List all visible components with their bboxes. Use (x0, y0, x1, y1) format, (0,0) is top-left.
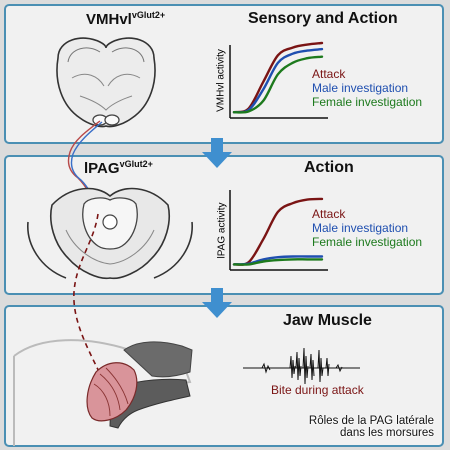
caption-line-1: Rôles de la PAG latérale (308, 415, 434, 427)
legend-attack-1: Attack (312, 67, 346, 81)
chart-vmhvl-lines (232, 41, 324, 114)
lpag-region-label: lPAG (84, 160, 120, 177)
lpag-activity-axis-label: lPAG activity (216, 202, 228, 259)
chart-lpag-axes (229, 190, 328, 271)
jaw-muscle-title: Jaw Muscle (283, 312, 372, 329)
caption-line-2: dans les morsures (340, 427, 434, 439)
emg-trace (243, 347, 360, 385)
action-title: Action (304, 159, 354, 176)
lpag-series-attack (232, 197, 324, 266)
vmhvl-title: VMHvlvGlut2+ (86, 10, 165, 28)
projection-to-jaw-dashed (73, 213, 101, 375)
legend-female-1: Female investigation (312, 95, 423, 109)
vmhvl-region-label: VMHvl (86, 11, 132, 28)
chart-lpag-lines (232, 197, 324, 266)
vmhvl-brain-section (56, 37, 156, 128)
jaw-muscle (86, 362, 138, 422)
lpag-brain-section (27, 187, 193, 280)
jaw-skull-illustration (13, 339, 193, 446)
aqueduct (102, 214, 118, 230)
vmhvl-series-female-investigation (232, 55, 324, 114)
vmhvl-region-sup: vGlut2+ (131, 10, 166, 20)
arrow-down-1 (202, 138, 232, 168)
legend-male-2: Male investigation (312, 221, 409, 235)
chart-vmhvl-axes (229, 45, 328, 119)
vmhvl-series-male-investigation (232, 47, 324, 114)
sensory-action-title: Sensory and Action (248, 10, 398, 27)
bite-during-attack-label: Bite during attack (271, 383, 364, 397)
caption: Rôles de la PAG latérale dans les morsur… (309, 415, 434, 439)
lpag-region-sup: vGlut2+ (119, 159, 153, 169)
vmhvl-activity-axis-label: VMHvl activity (215, 49, 227, 112)
vmhvl-series-attack (232, 41, 324, 114)
panel-jaw-muscle (4, 305, 444, 447)
lpag-series-female-investigation (232, 258, 324, 266)
legend-attack-2: Attack (312, 207, 346, 221)
legend-male-1: Male investigation (312, 81, 409, 95)
arrow-down-2 (202, 288, 232, 318)
legend-female-2: Female investigation (312, 235, 423, 249)
lpag-title: lPAGvGlut2+ (84, 159, 153, 177)
